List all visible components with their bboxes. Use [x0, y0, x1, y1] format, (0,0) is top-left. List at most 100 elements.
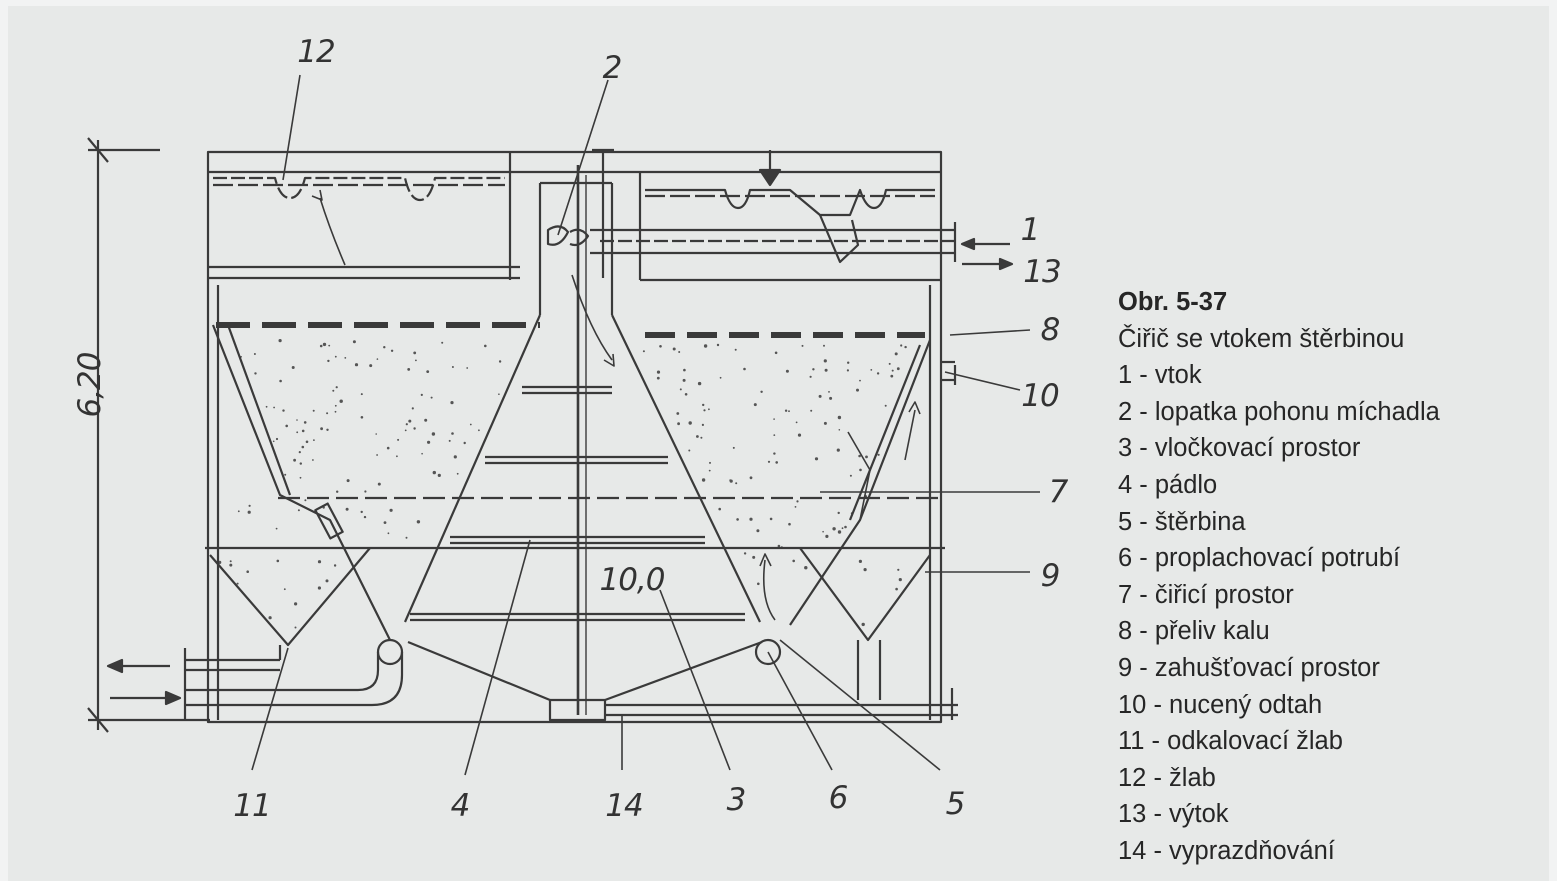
sludge-dot — [320, 427, 323, 431]
sludge-dot — [469, 423, 472, 426]
sludge-dot — [319, 344, 323, 348]
sludge-dot — [303, 421, 307, 424]
sludge-dot — [837, 511, 840, 515]
sludge-dot — [346, 479, 350, 483]
sludge-dot — [801, 344, 804, 347]
figure-page: 6,20 — [8, 6, 1549, 881]
sludge-dot — [363, 515, 367, 519]
height-dimension: 6,20 — [72, 137, 210, 733]
sludge-dot — [743, 367, 746, 371]
sludge-dot — [426, 370, 430, 373]
sludge-dot — [325, 579, 329, 583]
sludge-dot — [894, 352, 898, 356]
sludge-dot — [676, 412, 680, 415]
sludge-dot — [383, 346, 386, 349]
sludge-dot — [253, 353, 256, 355]
sludge-dot — [749, 476, 753, 480]
callout-8: 8 — [1041, 312, 1060, 348]
sludge-texture — [218, 339, 907, 629]
sludge-dot — [718, 507, 721, 511]
sludge-dot — [884, 404, 887, 407]
sludge-dot — [832, 527, 836, 531]
sludge-dot — [360, 510, 363, 514]
sludge-dot — [478, 429, 480, 432]
sludge-dot — [369, 364, 373, 368]
callout-10: 10 — [1021, 378, 1059, 414]
sludge-dot — [268, 616, 272, 620]
callout-9: 9 — [1041, 558, 1060, 594]
sludge-dot — [360, 393, 363, 396]
sludge-dot — [870, 369, 873, 371]
callout-5: 5 — [946, 786, 965, 822]
callout-4: 4 — [451, 788, 470, 824]
sludge-dot — [317, 560, 322, 564]
sludge-dot — [376, 358, 379, 360]
sludge-dot — [732, 446, 735, 449]
sludge-dot — [421, 452, 423, 455]
sludge-dot — [408, 419, 412, 423]
sludge-dot — [837, 415, 842, 420]
sludge-dot — [296, 431, 299, 434]
sludge-dot — [404, 429, 407, 432]
sludge-dot — [248, 504, 251, 507]
callout-3: 3 — [727, 782, 746, 818]
sludge-dot — [700, 436, 703, 439]
sludge-dot — [858, 559, 863, 564]
sludge-dot — [825, 534, 829, 539]
legend-item: 5 - štěrbina — [1118, 507, 1246, 536]
sludge-dot — [247, 510, 251, 514]
sludge-dot — [430, 396, 433, 399]
sludge-dot — [498, 393, 500, 396]
sludge-dot — [297, 509, 300, 512]
figure-number: Obr. 5-37 — [1118, 288, 1228, 316]
sludge-dot — [775, 461, 778, 464]
sludge-dot — [767, 460, 771, 463]
sludge-dot — [844, 525, 847, 529]
sludge-dot — [431, 432, 436, 436]
sludge-dot — [677, 422, 680, 426]
sludge-dot — [898, 578, 902, 582]
sludge-dot — [822, 530, 824, 533]
sludge-dot — [293, 458, 296, 462]
sludge-dot — [441, 341, 444, 344]
sludge-dot — [332, 389, 335, 392]
sludge-dot — [345, 507, 349, 511]
sludge-dot — [895, 587, 898, 591]
sludge-dot — [451, 432, 454, 435]
sludge-dot — [390, 349, 394, 352]
sludge-dot — [818, 394, 822, 398]
sludge-dot — [683, 368, 686, 372]
sludge-dot — [301, 429, 305, 433]
sludge-dot — [327, 359, 330, 363]
sludge-dot — [313, 439, 315, 441]
sludge-dot — [708, 469, 711, 472]
sludge-dot — [254, 372, 257, 375]
sludge-dot — [299, 476, 302, 479]
sludge-dot — [796, 500, 799, 503]
sludge-dot — [812, 368, 815, 371]
sludge-dot — [334, 355, 337, 358]
sludge-dot — [333, 564, 337, 567]
sludge-dot — [397, 438, 400, 441]
sludge-dot — [678, 351, 681, 353]
sludge-dot — [424, 418, 428, 422]
sludge-dot — [413, 427, 416, 430]
sludge-dot — [702, 403, 705, 407]
sludge-dot — [774, 351, 778, 355]
legend-item: 11 - odkalovací žlab — [1118, 727, 1343, 756]
legend-item: 10 - nucený odtah — [1118, 690, 1323, 719]
sludge-dot — [326, 428, 329, 431]
sludge-dot — [285, 424, 289, 428]
sludge-dot — [876, 372, 880, 375]
sludge-dot — [792, 559, 795, 563]
sludge-dot — [236, 582, 239, 585]
sludge-dot — [701, 478, 706, 482]
sludge-dot — [336, 490, 339, 493]
sludge-dot — [312, 409, 315, 412]
sludge-dot — [773, 452, 776, 455]
sludge-dot — [334, 410, 337, 413]
diameter-label: 10,0 — [599, 562, 664, 598]
sludge-dot — [296, 419, 298, 421]
sludge-dot — [696, 435, 699, 438]
sludge-dot — [656, 376, 660, 380]
